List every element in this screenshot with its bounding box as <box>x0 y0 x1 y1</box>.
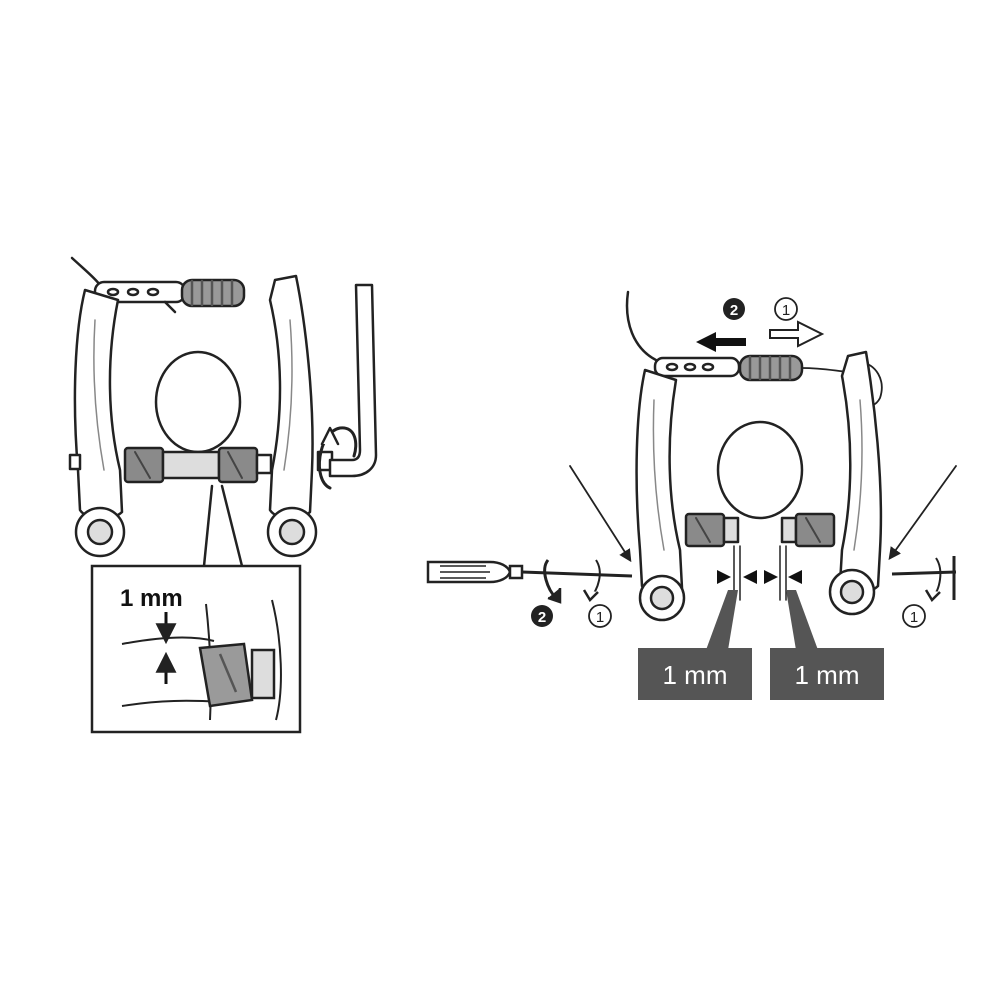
svg-text:1: 1 <box>910 609 918 626</box>
tire-cross-section <box>154 350 242 454</box>
tire-cross-section <box>716 420 804 520</box>
step-badge-2-top: 2 <box>723 298 745 320</box>
cable-noodle <box>653 356 741 378</box>
inset-leader-right <box>220 484 244 568</box>
rubber-boot <box>180 278 246 308</box>
rotate-arrow-icon <box>317 426 358 490</box>
right-brake-illustration <box>569 290 957 622</box>
svg-text:2: 2 <box>730 302 738 319</box>
pivot-boss-right <box>266 506 318 558</box>
brake-arm-left <box>73 288 124 520</box>
inset-leader-left <box>202 484 214 568</box>
rotate-arrows-left <box>543 559 601 604</box>
gap-badge-left: 1 mm <box>638 648 752 700</box>
svg-text:1: 1 <box>596 609 604 626</box>
step-badge-1-top: 1 <box>774 297 798 321</box>
svg-text:1 mm: 1 mm <box>663 660 728 690</box>
brake-cable <box>70 256 102 287</box>
pivot-boss-right <box>828 568 876 616</box>
hex-key-icon <box>328 283 378 478</box>
step-badge-2-left: 2 <box>531 605 553 627</box>
gap-callout-leaders <box>706 590 818 650</box>
screwdriver-icon <box>426 560 633 584</box>
svg-text:1: 1 <box>782 302 790 319</box>
gap-badge-right: 1 mm <box>770 648 884 700</box>
brake-pad-assembly <box>68 446 273 484</box>
left-brake-illustration <box>68 256 378 568</box>
step-badge-1-right: 1 <box>902 604 926 628</box>
inset-detail <box>90 564 302 734</box>
brake-arm-left <box>635 368 684 596</box>
screwdriver-icon-right <box>891 556 957 603</box>
inset-gap-label: 1 mm <box>120 585 183 612</box>
pivot-boss-left <box>74 506 126 558</box>
tighten-arrow <box>696 332 746 352</box>
brake-arm-right <box>838 350 883 594</box>
gap-indicator-right <box>764 570 802 584</box>
rubber-boot <box>738 354 804 382</box>
loosen-arrow <box>769 320 825 348</box>
gap-indicator-left <box>717 570 757 584</box>
brake-pad-assembly <box>684 512 836 548</box>
svg-text:2: 2 <box>538 609 546 626</box>
step-badge-1-left: 1 <box>588 604 612 628</box>
brake-cable <box>625 290 662 364</box>
pivot-boss-left <box>638 574 686 622</box>
svg-text:1 mm: 1 mm <box>795 660 860 690</box>
